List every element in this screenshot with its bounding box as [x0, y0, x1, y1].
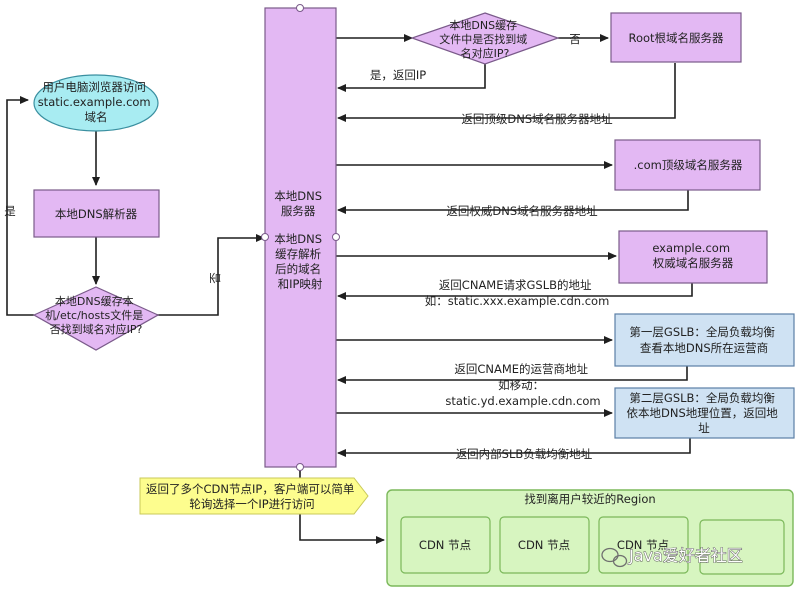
cdn-node-label: CDN 节点: [518, 538, 570, 552]
connection-handle: [296, 4, 304, 12]
local-dns-resolver-node: 本地DNS解析器: [33, 189, 160, 238]
label-no-to-root: 否: [569, 32, 581, 46]
cdn-node-box: CDN 节点: [400, 516, 491, 574]
label-return-tld-address: 返回顶级DNS域名服务器地址: [461, 112, 613, 126]
tld-dns-server-node: .com顶级域名服务器: [614, 139, 761, 191]
region-title: 找到离用户较近的Region: [524, 492, 655, 506]
gslb1-text-line: 第一层GSLB：全局负载均衡: [629, 325, 775, 339]
server-cache-line: 本地DNS: [274, 232, 322, 246]
svg-text:.com顶级域名服务器: .com顶级域名服务器: [634, 158, 743, 172]
gslb2-text-line: 址: [698, 421, 710, 435]
cache-check-text-line: 文件中是否找到域: [439, 32, 527, 46]
cdn-node-box: CDN 节点: [499, 516, 590, 574]
svg-text:example.com 权威域名服务器: example.com 权威域名服务器: [652, 241, 733, 270]
server-cache-line: 和IP映射: [278, 277, 323, 291]
browser-node: 用户电脑浏览器访问 static.example.com 域名: [33, 74, 159, 132]
svg-text:本地DNS缓存本 机/etc/hosts文件是: 本地DNS缓存本 机/etc/hosts文件是 否找到域名对应IP?: [45, 294, 147, 336]
gslb2-text-line: 第二层GSLB：全局负载均衡: [629, 391, 775, 405]
auth-server-text-line: example.com: [652, 241, 730, 255]
edge-labels: 是 否 否 是，返回IP 返回顶级DNS域名服务器地址 返回权威DNS域名服务器…: [4, 32, 613, 461]
browser-text-line: static.example.com: [38, 95, 151, 109]
root-server-text-line: Root根域名服务器: [628, 31, 724, 45]
svg-text:本地DNS 服务器 本地DNS: 本地DNS 服务器 本地DNS 缓存解析 后的域名 和IP映射: [274, 189, 325, 291]
watermark: Java爱好者社区: [601, 546, 743, 568]
cache-check-text-line: 名对应IP?: [461, 46, 510, 60]
cdn-node-box: CDN 节点: [598, 516, 689, 574]
label-return-cname-gslb: 返回CNAME请求GSLB的地址: [439, 278, 592, 292]
cache-check-text-line: 本地DNS缓存: [449, 18, 517, 32]
edge-tld-return: [337, 190, 689, 214]
cache-check-decision: 本地DNS缓存 文件中是否找到域 名对应IP?: [410, 12, 560, 65]
tld-server-text-line: .com顶级域名服务器: [634, 158, 743, 172]
edge-hosts-no-to-server: [157, 234, 265, 316]
root-dns-server-node: Root根域名服务器: [610, 12, 742, 63]
wechat-icon: [601, 547, 628, 568]
cdn-node-box: [699, 519, 785, 575]
watermark-text: Java爱好者社区: [628, 546, 743, 565]
gslb2-text-line: 依本地DNS地理位置，返回地: [627, 406, 779, 420]
local-dns-server-node: 本地DNS 服务器 本地DNS 缓存解析 后的域名 和IP映射: [261, 4, 340, 471]
edge-auth-return: [337, 283, 693, 300]
label-yes-return-ip: 是，返回IP: [370, 68, 426, 82]
authoritative-dns-server-node: example.com 权威域名服务器: [618, 230, 768, 284]
svg-text:返回了多个CDN节点IP，客户端可以简单 轮询选: 返回了多个CDN节点IP，客户端可以简单 轮询选择一个IP进行访问: [146, 482, 358, 511]
label-return-slb-address: 返回内部SLB负载均衡地址: [456, 447, 593, 461]
resolver-text-line: 本地DNS解析器: [55, 207, 138, 221]
svg-text:Root根域名服务器: Root根域名服务器: [628, 31, 724, 45]
label-no-to-server: 否: [208, 272, 222, 284]
edge-gslb1-return: [337, 366, 688, 384]
cdn-ip-note: 返回了多个CDN节点IP，客户端可以简单 轮询选择一个IP进行访问: [139, 477, 369, 515]
hosts-check-text-line: 机/etc/hosts文件是: [45, 308, 143, 322]
auth-server-text-line: 权威域名服务器: [653, 256, 734, 270]
label-return-cname-isp: static.yd.example.cdn.com: [445, 394, 600, 408]
gslb-layer2-node: 第二层GSLB：全局负载均衡 依本地DNS地理位置，返回地 址: [614, 387, 795, 439]
edge-hosts-yes-to-browser: [6, 96, 34, 316]
svg-text:返回CNAME请求GSLB的地址 如：stati: 返回CNAME请求GSLB的地址 如：static.xxx.example.cd…: [425, 278, 610, 308]
server-title-line: 本地DNS: [274, 189, 322, 203]
nearest-region-container: 找到离用户较近的Region CDN 节点 CDN 节点 CDN 节点: [386, 489, 794, 587]
hosts-check-decision: 本地DNS缓存本 机/etc/hosts文件是 否找到域名对应IP?: [32, 286, 160, 351]
hosts-check-text-line: 否找到域名对应IP?: [50, 322, 143, 336]
svg-text:用户电脑浏览器访问 static.example: 用户电脑浏览器访问 static.example.com 域名: [38, 80, 155, 124]
svg-text:本地DNS解析器: 本地DNS解析器: [55, 207, 138, 221]
label-return-auth-address: 返回权威DNS域名服务器地址: [446, 204, 598, 218]
note-text-line: 返回了多个CDN节点IP，客户端可以简单: [146, 482, 354, 496]
cdn-node-label: CDN 节点: [419, 538, 471, 552]
server-cache-line: 后的域名: [275, 262, 321, 276]
server-title-line: 服务器: [281, 204, 316, 218]
svg-text:本地DNS缓存 文件中是否找到域 名: 本地DNS缓存 文件中是否找到域 名对应IP?: [439, 18, 531, 60]
edge-gslb2-return: [337, 438, 691, 457]
hosts-check-text-line: 本地DNS缓存本: [55, 294, 134, 308]
label-return-cname-isp: 如移动：: [498, 378, 544, 392]
label-return-cname-isp: 返回CNAME的运营商地址: [454, 362, 588, 376]
gslb1-text-line: 查看本地DNS所在运营商: [640, 341, 768, 355]
label-return-cname-gslb: 如：static.xxx.example.cdn.com: [425, 294, 610, 308]
gslb-layer1-node: 第一层GSLB：全局负载均衡 查看本地DNS所在运营商: [614, 313, 795, 367]
browser-text-line: 域名: [85, 110, 108, 124]
browser-text-line: 用户电脑浏览器访问: [42, 80, 146, 94]
svg-text:第二层GSLB：全局负载均衡 依本地DNS地理位: 第二层GSLB：全局负载均衡 依本地DNS地理位置，返回地 址: [627, 391, 782, 435]
connection-handle: [332, 233, 340, 241]
connection-handle: [261, 233, 269, 241]
connection-handle: [296, 463, 304, 471]
edge-root-return: [337, 63, 676, 122]
cdn-node-label: CDN 节点: [617, 538, 669, 552]
svg-text:第一层GSLB：全局负载均衡 查看本地DNS所在: 第一层GSLB：全局负载均衡 查看本地DNS所在运营商: [629, 325, 778, 355]
note-text-line: 轮询选择一个IP进行访问: [189, 497, 314, 511]
server-cache-line: 缓存解析: [275, 247, 321, 261]
svg-text:返回CNAME的运营商地址 如移动：: 返回CNAME的运营商地址 如移动： static.yd.example.cdn…: [445, 362, 600, 408]
label-yes-loop: 是: [4, 204, 16, 218]
edge-cache-yes-to-server: [337, 64, 486, 92]
